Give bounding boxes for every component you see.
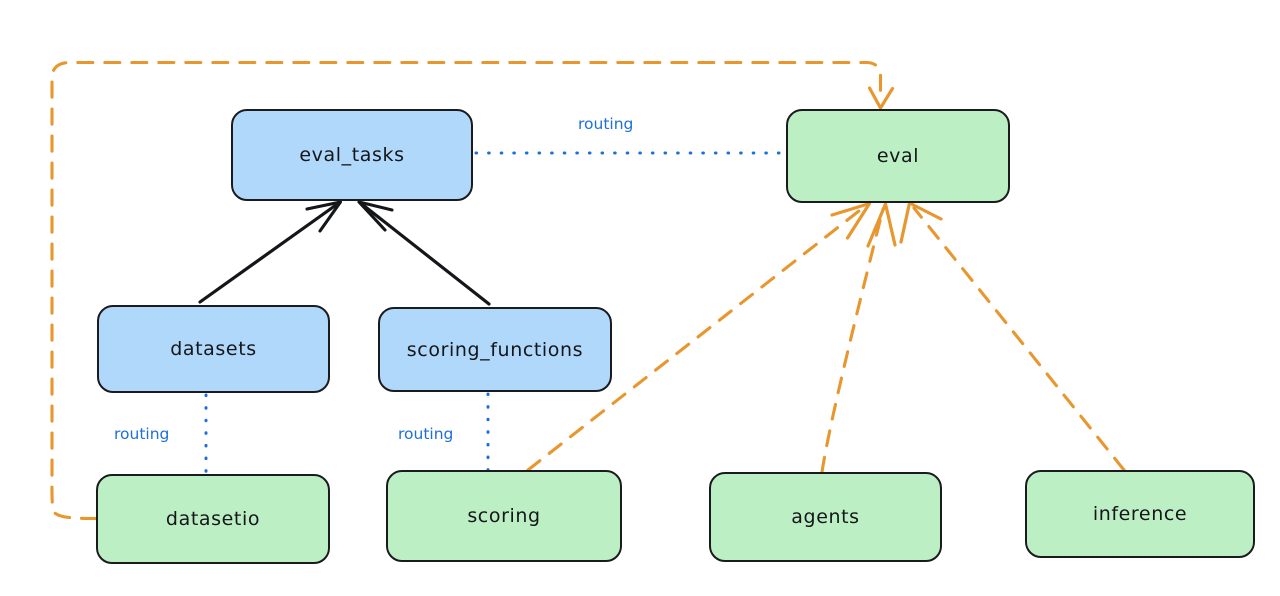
- edge-label-routing-scoring-functions-scoring: routing: [398, 425, 454, 443]
- node-eval-label: eval: [876, 145, 920, 167]
- node-scoring-functions-label: scoring_functions: [406, 338, 584, 361]
- node-scoring-label: scoring: [467, 505, 541, 527]
- node-eval[interactable]: eval: [786, 109, 1010, 203]
- node-inference[interactable]: inference: [1025, 470, 1255, 558]
- node-agents[interactable]: agents: [709, 472, 942, 562]
- edge-label-routing-eval-tasks-eval: routing: [578, 115, 634, 133]
- node-eval-tasks[interactable]: eval_tasks: [231, 109, 473, 201]
- node-datasetio[interactable]: datasetio: [96, 474, 330, 564]
- node-inference-label: inference: [1092, 503, 1188, 525]
- node-datasets[interactable]: datasets: [97, 305, 330, 393]
- node-datasetio-label: datasetio: [165, 508, 261, 530]
- edge-datasets-eval-tasks: [198, 200, 343, 304]
- node-scoring[interactable]: scoring: [386, 470, 622, 562]
- edge-scoring-functions-eval-tasks: [357, 200, 491, 306]
- edge-label-routing-datasets-datasetio: routing: [114, 425, 170, 443]
- edge-inference-eval: [899, 201, 1126, 472]
- node-datasets-label: datasets: [170, 338, 257, 360]
- node-eval-tasks-label: eval_tasks: [299, 144, 405, 166]
- edge-agents-eval: [820, 202, 897, 474]
- edge-datasetio-eval: [50, 60, 895, 521]
- node-scoring-functions[interactable]: scoring_functions: [378, 307, 612, 392]
- edge-scoring-eval: [526, 201, 872, 472]
- node-agents-label: agents: [791, 506, 860, 528]
